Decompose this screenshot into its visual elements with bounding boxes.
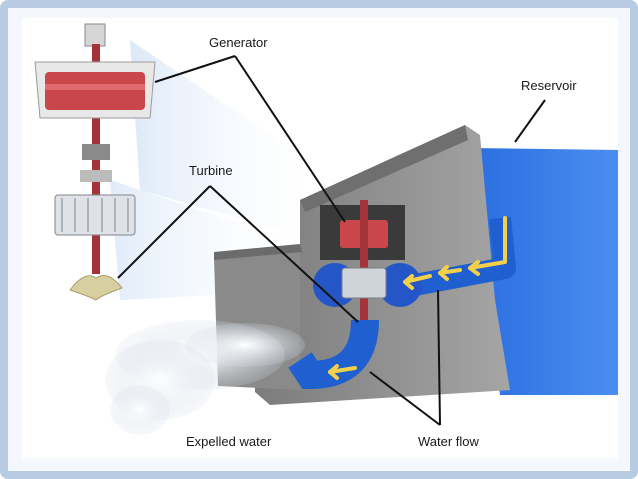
label-reservoir: Reservoir [521, 78, 577, 93]
reservoir [470, 148, 618, 395]
label-generator: Generator [209, 35, 268, 50]
label-turbine: Turbine [189, 163, 233, 178]
turbine-assembly [34, 23, 156, 301]
leader-lines [117, 55, 546, 426]
inner-generator [340, 200, 388, 320]
label-water-flow: Water flow [418, 434, 480, 449]
flow-arrows [328, 216, 507, 380]
label-expelled-water: Expelled water [186, 434, 272, 449]
expelled-water-spray [105, 320, 305, 435]
